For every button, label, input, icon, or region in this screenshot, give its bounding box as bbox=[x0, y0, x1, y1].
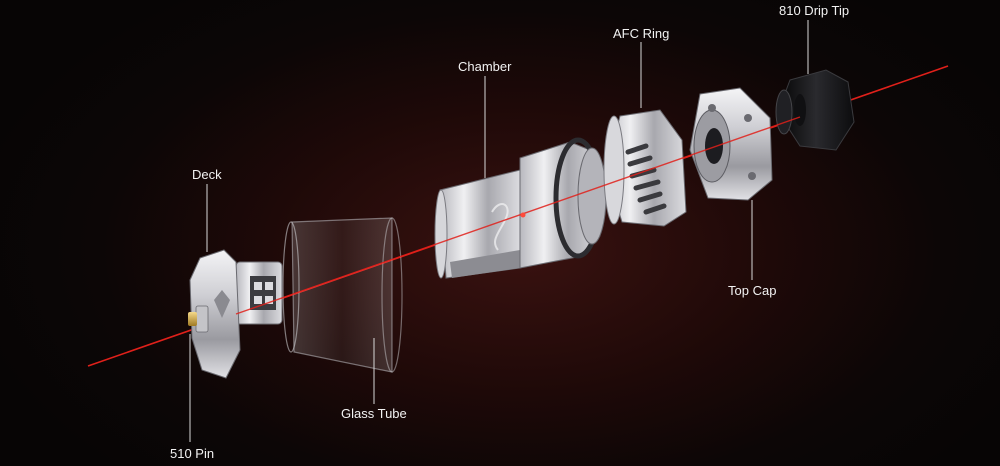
deck-part bbox=[188, 249, 283, 379]
drip-tip-label: 810 Drip Tip bbox=[779, 3, 850, 18]
deck-label: Deck bbox=[192, 167, 222, 182]
glass-tube-label: Glass Tube bbox=[341, 406, 407, 421]
afc-ring-label: AFC Ring bbox=[613, 26, 670, 41]
top-cap-part bbox=[689, 87, 773, 201]
top-cap-label: Top Cap bbox=[728, 283, 777, 298]
afc-ring-part bbox=[603, 109, 687, 227]
glass-tube-part bbox=[282, 217, 403, 373]
laser-glow-point bbox=[520, 212, 526, 218]
chamber-part bbox=[434, 137, 607, 279]
510-pin-label: 510 Pin bbox=[170, 446, 215, 461]
laser-axis-highlight bbox=[235, 116, 801, 315]
chamber-label: Chamber bbox=[458, 59, 512, 74]
drip-tip-part bbox=[775, 69, 855, 151]
